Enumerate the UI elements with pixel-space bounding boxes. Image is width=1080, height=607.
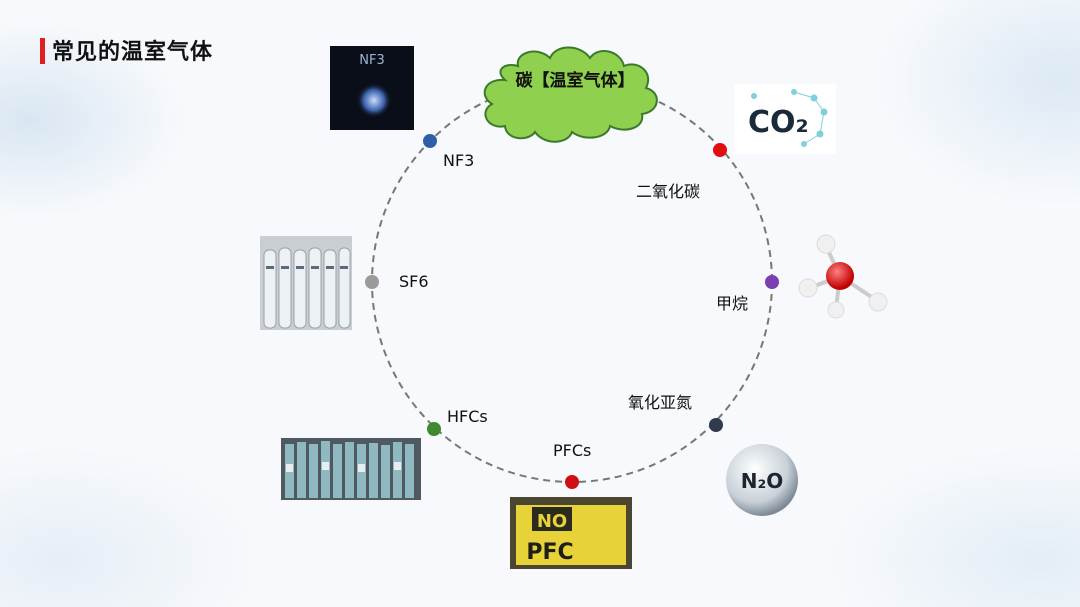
hfcs-image (281, 438, 421, 500)
co2-graphic: CO₂ (748, 89, 828, 147)
n2o-image-text: N₂O (741, 469, 784, 493)
nf3-image-text: NF3 (359, 53, 384, 68)
cloud-shape (483, 46, 658, 143)
dot-ch4 (765, 275, 779, 289)
n2o-graphic: N₂O (726, 444, 798, 516)
dot-nf3 (423, 134, 437, 148)
cloud-label: 碳【温室气体】 (515, 71, 635, 91)
label-hfcs: HFCs (447, 407, 488, 426)
title-accent-bar (40, 38, 45, 64)
dot-n2o (709, 418, 723, 432)
page-title: 常见的温室气体 (52, 40, 214, 65)
methane-image (796, 226, 892, 322)
label-nf3: NF3 (443, 151, 475, 170)
label-ch4: 甲烷 (716, 294, 749, 313)
co2-image-text: CO₂ (748, 105, 809, 140)
nf3-image: NF3 (330, 46, 414, 130)
hfcs-cylinders-graphic (281, 438, 421, 500)
pfc-image-text-bottom: PFC (526, 540, 573, 565)
dot-sf6 (365, 275, 379, 289)
co2-image: CO₂ (734, 84, 836, 154)
nf3-graphic: NF3 (352, 53, 396, 118)
n2o-image: N₂O (722, 440, 802, 524)
label-n2o: 氧化亚氮 (628, 393, 693, 412)
pfc-sign-graphic: NO PFC (510, 497, 632, 569)
label-co2: 二氧化碳 (636, 182, 701, 201)
sf6-image (260, 236, 352, 330)
dot-hfcs (427, 422, 441, 436)
dot-pfcs (565, 475, 579, 489)
pfc-image-text-top: NO (537, 511, 567, 532)
label-pfcs: PFCs (553, 441, 592, 460)
sf6-cylinders-graphic (260, 236, 352, 330)
pfc-image: NO PFC (510, 497, 632, 569)
dot-co2 (713, 143, 727, 157)
cloud-body (483, 46, 658, 143)
methane-molecule-graphic (798, 234, 888, 319)
label-sf6: SF6 (399, 272, 429, 291)
